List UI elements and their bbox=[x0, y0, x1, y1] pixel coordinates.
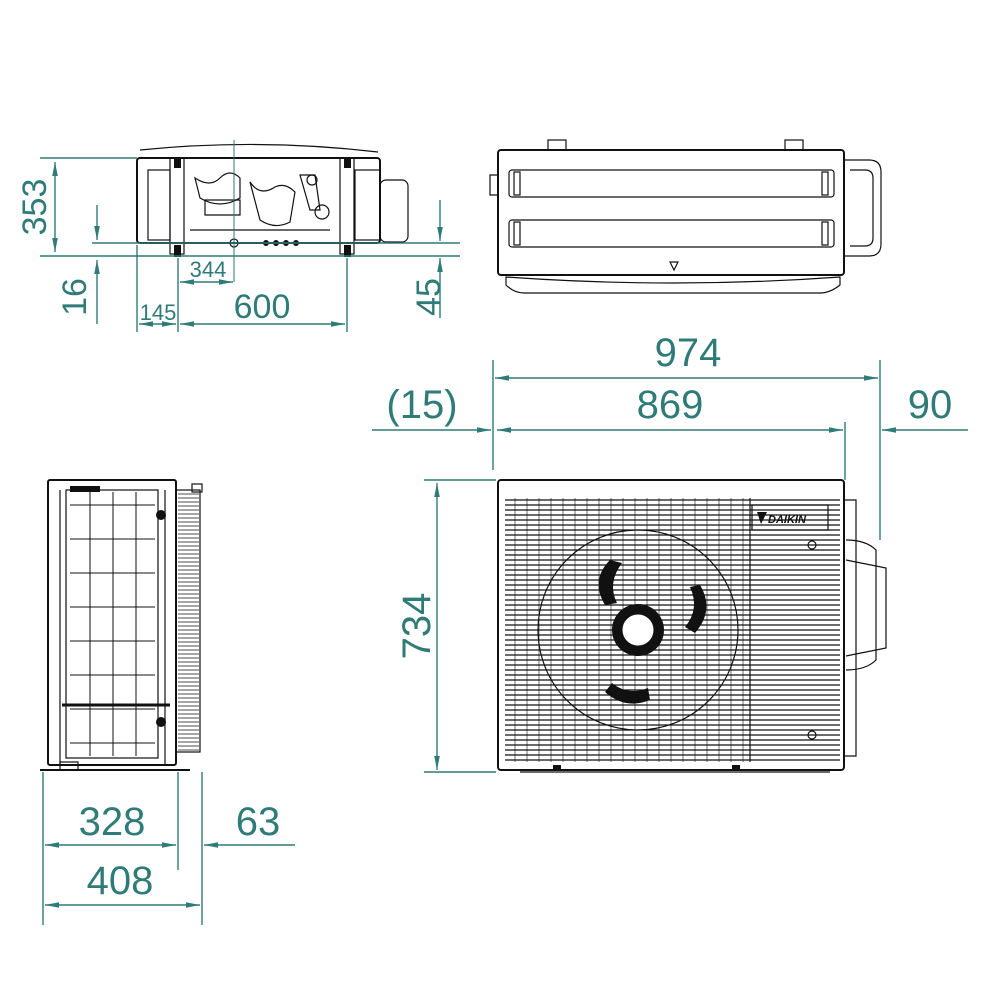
side-body-depth-label: 328 bbox=[79, 800, 146, 844]
top-width-label: 600 bbox=[234, 288, 291, 326]
top-depth-label: 353 bbox=[16, 179, 54, 236]
top-right-offset-label: 45 bbox=[410, 278, 448, 316]
front-body-width-label: 869 bbox=[637, 383, 704, 427]
front-height-label: 734 bbox=[395, 593, 439, 660]
top-bracket-spacing-label: 344 bbox=[190, 257, 227, 282]
top-left-offset-label: 145 bbox=[140, 300, 177, 325]
front-right-protrusion-label: 90 bbox=[908, 383, 953, 427]
top-view: 353 344 16 145 600 45 bbox=[16, 140, 460, 332]
front-total-width-label: 974 bbox=[655, 331, 722, 375]
front-left-protrusion-label: (15) bbox=[386, 383, 457, 427]
side-grille bbox=[70, 492, 155, 756]
side-grille-depth-label: 63 bbox=[236, 800, 281, 844]
fan-grille bbox=[505, 498, 840, 762]
front-view: DAIKIN 974 (15) 869 90 734 bbox=[372, 331, 968, 773]
brand-logo: DAIKIN bbox=[768, 514, 807, 526]
side-total-depth-label: 408 bbox=[87, 859, 154, 903]
top-bottom-offset-label: 16 bbox=[56, 278, 94, 316]
top-right-view bbox=[489, 139, 882, 294]
side-view: 328 63 408 bbox=[40, 479, 295, 925]
side-fins bbox=[178, 493, 199, 751]
